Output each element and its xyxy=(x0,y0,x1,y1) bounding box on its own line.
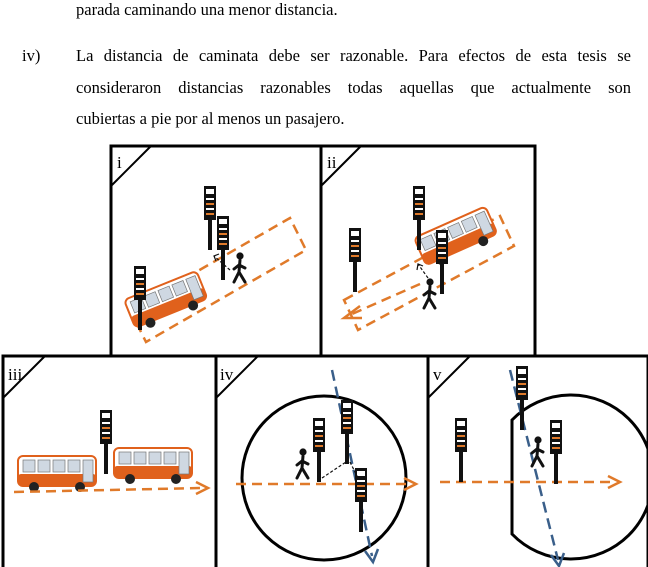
panel-v: v xyxy=(426,354,648,567)
list-numeral-iv: iv) xyxy=(22,46,41,65)
panel-iv: iv xyxy=(214,354,430,567)
panel-label-iii: iii xyxy=(8,365,22,384)
bus-icon xyxy=(17,455,97,493)
list-item-iv-line-3: cubiertas a pie por al menos un pasajero… xyxy=(76,109,345,128)
panel-i: i xyxy=(109,144,323,358)
paragraph-line: parada caminando una menor distancia. xyxy=(76,0,338,19)
panel-label-ii: ii xyxy=(327,153,337,172)
panel-label-iv: iv xyxy=(220,365,234,384)
panel-iii: iii xyxy=(1,354,218,567)
list-item-iv-line-1: La distancia de caminata debe ser razona… xyxy=(76,46,631,65)
bus-icon xyxy=(113,447,193,485)
list-item-iv-line-2: consideraron distancias razonables todas… xyxy=(76,78,631,97)
panel-ii: ii xyxy=(319,144,537,358)
panel-label-v: v xyxy=(433,365,442,384)
panel-label-i: i xyxy=(117,153,122,172)
